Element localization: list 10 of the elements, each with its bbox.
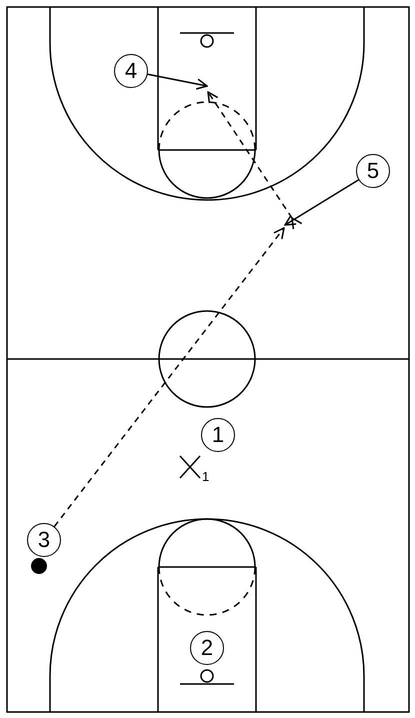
player-circle: 5 — [356, 154, 390, 188]
ball-icon — [31, 558, 47, 574]
player-circle: 1 — [201, 418, 235, 452]
player-circle: 4 — [114, 54, 148, 88]
player-circle: 2 — [190, 631, 224, 665]
movement-arrow — [284, 179, 359, 226]
movement-arrow — [148, 74, 208, 90]
player-circle: 3 — [27, 523, 61, 557]
subscript-number: 1 — [202, 470, 210, 483]
pass-arrow — [54, 91, 302, 528]
